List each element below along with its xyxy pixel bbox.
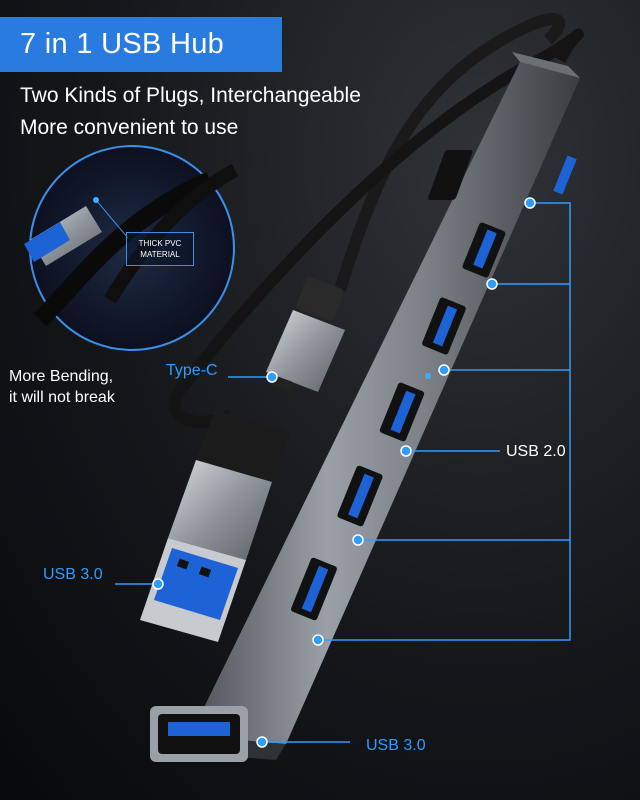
usba-plug (140, 410, 290, 642)
callout-dots (152, 197, 536, 748)
subtitle-line-1: Two Kinds of Plugs, Interchangeable (20, 84, 361, 107)
cable-usba (168, 28, 584, 428)
typec-plug (266, 277, 345, 392)
title-banner: 7 in 1 USB Hub (0, 17, 282, 72)
callout-lines (115, 202, 571, 743)
usb2-port (428, 150, 577, 200)
usb3-port-end (150, 706, 248, 762)
led-indicator (425, 373, 431, 379)
type-c-label: Type-C (166, 362, 218, 379)
usb2-port (291, 557, 337, 621)
bending-line-1: More Bending, (9, 368, 114, 385)
pvc-label-line-1: THICK PVC (138, 239, 182, 248)
usb2-port-group (291, 150, 577, 621)
usb2-port (422, 297, 466, 355)
usb2-ports-label: USB 2.0 (506, 443, 566, 460)
cable-typec (334, 13, 566, 292)
pvc-label-line-2: MATERIAL (140, 250, 180, 259)
usb2-port (337, 465, 383, 527)
subtitle-line-2: More convenient to use (20, 116, 239, 139)
bending-line-2: it will not break (9, 389, 115, 406)
hub-body (176, 52, 580, 760)
usb2-port (462, 222, 506, 278)
pvc-material-label: THICK PVC MATERIAL (126, 232, 194, 266)
usb3-port-label: USB 3.0 (366, 737, 426, 754)
usb2-port (379, 382, 425, 442)
usb3-plug-label: USB 3.0 (43, 566, 103, 583)
page-title: 7 in 1 USB Hub (20, 28, 225, 60)
bending-text: More Bending, it will not break (9, 366, 115, 408)
